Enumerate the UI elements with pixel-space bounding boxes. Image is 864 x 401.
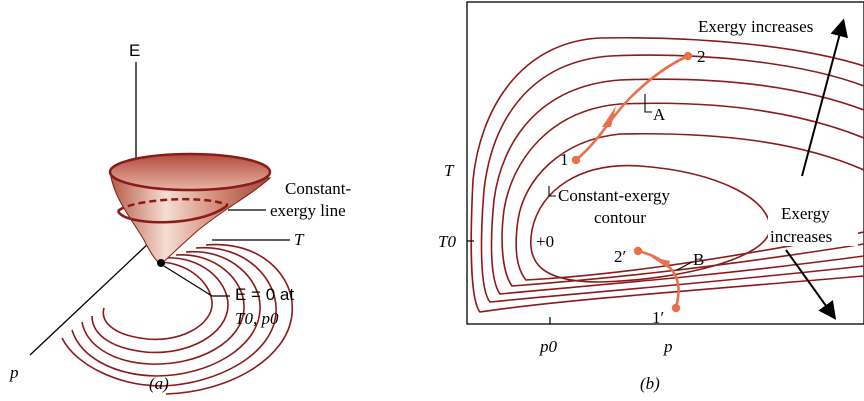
- p0-label: p0: [539, 337, 558, 356]
- x-axis-label: p: [663, 337, 673, 356]
- contour-label-2: contour: [594, 208, 646, 227]
- plot-frame: [466, 1, 864, 325]
- dead-state-label: +0: [536, 232, 554, 251]
- point-1-label: 1: [560, 150, 569, 169]
- p-axis-label: p: [9, 363, 19, 382]
- panel-b: T T0 p0 p +0 Constant-exergy contour 1 2…: [438, 1, 864, 393]
- zero-label-1: E = 0 at: [235, 285, 294, 304]
- p-axis-line: [29, 241, 151, 356]
- dead-state-point: [157, 259, 165, 267]
- y-axis-label: T: [444, 161, 455, 180]
- constant-label-1: Constant-: [285, 179, 351, 198]
- t0-label: T0: [438, 232, 456, 251]
- process-a-leader: [644, 94, 652, 113]
- panel-a: E p T Constant- exergy line E =: [9, 41, 351, 395]
- process-a-path: [575, 54, 689, 161]
- point-2: [683, 51, 693, 61]
- process-b-path: [637, 249, 680, 309]
- point-1p-label: 1′: [652, 308, 664, 327]
- constant-exergy-line-front: [116, 204, 229, 224]
- exergy-right-arrow: [785, 249, 837, 320]
- caption-b: (b): [640, 374, 660, 393]
- exergy-contours: [470, 36, 864, 313]
- process-a-arrowhead: [602, 106, 616, 127]
- point-1: [571, 155, 581, 165]
- exergy-top-arrow: [801, 18, 848, 177]
- process-a-label: A: [653, 105, 666, 124]
- surface-rim: [108, 152, 272, 192]
- t-axis-label: T: [294, 230, 305, 249]
- point-1p: [671, 303, 681, 313]
- contour-label-1: Constant-exergy: [558, 186, 671, 205]
- dead-state-leader: [163, 265, 213, 297]
- caption-a: (a): [149, 374, 169, 393]
- process-b-label: B: [693, 250, 704, 269]
- exergy-top-bg: [695, 14, 843, 38]
- e-axis-label: E: [129, 41, 140, 60]
- point-2-label: 2: [697, 47, 706, 66]
- exergy-right-label-2: increases: [770, 227, 832, 246]
- zero-label-2: T0, p0: [235, 309, 279, 328]
- process-b-arrowhead: [651, 257, 670, 268]
- point-2p-label: 2′: [614, 247, 626, 266]
- exergy-right-bg: [768, 202, 858, 246]
- base-contours: [61, 243, 293, 395]
- exergy-right-label-1: Exergy: [781, 204, 830, 223]
- constant-exergy-line-back: [117, 197, 229, 213]
- contour-leader: [548, 186, 556, 197]
- process-b-leader: [676, 261, 693, 271]
- constant-label-2: exergy line: [270, 201, 346, 220]
- exergy-top-label: Exergy increases: [698, 17, 813, 36]
- point-2p: [633, 246, 643, 256]
